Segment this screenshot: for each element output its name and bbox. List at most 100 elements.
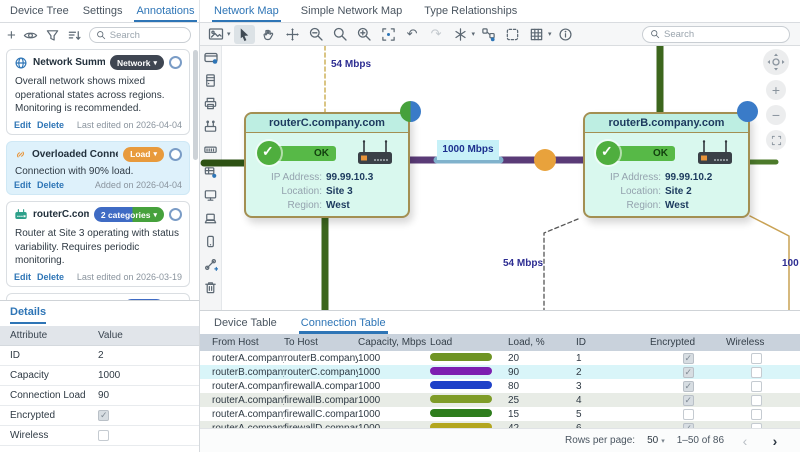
annotation-radio[interactable] — [169, 147, 182, 161]
tab-network-map[interactable]: Network Map — [212, 0, 281, 22]
palette-firewall-button[interactable] — [202, 164, 220, 181]
zoom-in-button[interactable] — [354, 25, 375, 44]
annotation-card-routerC[interactable]: routerC.comp... 2 categories Router at S… — [6, 201, 190, 287]
prev-page-button[interactable] — [736, 433, 754, 449]
delete-link[interactable]: Delete — [37, 271, 65, 282]
palette-monitor-button[interactable] — [202, 187, 220, 204]
add-topology-button[interactable] — [478, 25, 499, 44]
pan-tool-button[interactable] — [258, 25, 279, 44]
export-image-button[interactable] — [205, 25, 226, 44]
wireless-checkbox[interactable] — [98, 430, 109, 441]
encrypted-checkbox[interactable] — [682, 408, 694, 420]
wireless-checkbox[interactable] — [750, 352, 762, 364]
category-dropdown[interactable]: Network — [109, 55, 164, 70]
fit-control[interactable] — [766, 130, 786, 150]
next-page-button[interactable] — [766, 433, 784, 449]
node-routerC[interactable]: routerC.company.com OK IP Address:99.99.… — [244, 112, 410, 218]
wireless-checkbox[interactable] — [750, 408, 762, 420]
tab-simple-network-map[interactable]: Simple Network Map — [300, 5, 403, 17]
palette-add-link-button[interactable] — [202, 256, 220, 273]
col-to-host[interactable]: To Host — [284, 337, 318, 348]
col-load[interactable]: Load — [430, 337, 453, 348]
wireless-checkbox[interactable] — [750, 422, 762, 428]
annotation-search-input[interactable] — [109, 29, 184, 41]
pan-control[interactable] — [763, 49, 789, 75]
col-encrypted[interactable]: Encrypted — [650, 337, 696, 348]
annotation-radio[interactable] — [169, 299, 182, 300]
palette-delete-button[interactable] — [202, 279, 220, 296]
encrypted-checkbox[interactable] — [682, 394, 694, 406]
sort-button[interactable] — [67, 28, 82, 43]
wireless-checkbox[interactable] — [750, 366, 762, 378]
wireless-checkbox[interactable] — [750, 380, 762, 392]
delete-link[interactable]: Delete — [37, 180, 65, 190]
annotation-card-network-summary[interactable]: Network Summary Network Overall network … — [6, 49, 190, 135]
map-search-input[interactable] — [664, 28, 782, 40]
zoom-out-button[interactable] — [306, 25, 327, 44]
tab-type-relationships[interactable]: Type Relationships — [424, 5, 518, 17]
col-capacity[interactable]: Capacity, Mbps — [358, 337, 427, 348]
add-annotation-button[interactable] — [7, 28, 16, 43]
tab-connection-table[interactable]: Connection Table — [298, 312, 388, 334]
category-dropdown[interactable]: Core — [124, 298, 164, 300]
edge-dashed-dark[interactable] — [543, 218, 579, 310]
wireless-checkbox[interactable] — [750, 394, 762, 406]
tab-device-tree[interactable]: Device Tree — [10, 5, 69, 17]
palette-printer-button[interactable] — [202, 95, 220, 112]
palette-laptop-button[interactable] — [202, 210, 220, 227]
edit-link[interactable]: Edit — [14, 271, 31, 282]
category-dropdown[interactable]: Load — [123, 146, 164, 162]
annotation-scrollbar[interactable] — [193, 50, 198, 160]
palette-add-card-button[interactable] — [202, 49, 220, 66]
palette-server-button[interactable] — [202, 72, 220, 89]
category-dropdown[interactable]: 2 categories — [93, 207, 164, 222]
edge-midpoint-handle[interactable] — [534, 149, 556, 171]
encrypted-checkbox[interactable] — [682, 422, 694, 428]
filter-button[interactable] — [45, 28, 60, 43]
edge-tan-right[interactable] — [749, 215, 790, 310]
zoom-tool-button[interactable] — [330, 25, 351, 44]
move-tool-button[interactable] — [282, 25, 303, 44]
edit-link[interactable]: Edit — [14, 180, 31, 190]
tab-settings[interactable]: Settings — [82, 5, 123, 17]
lasso-select-button[interactable] — [502, 25, 523, 44]
palette-phone-button[interactable] — [202, 233, 220, 250]
encrypted-checkbox[interactable] — [682, 380, 694, 392]
encrypted-checkbox[interactable] — [682, 352, 694, 364]
visibility-button[interactable] — [23, 28, 38, 43]
annotation-card-routerB[interactable]: routerB.company.co... Core — [6, 292, 190, 300]
select-tool-button[interactable] — [233, 24, 255, 44]
tab-details[interactable]: Details — [10, 306, 47, 324]
page-size-select[interactable]: 50 — [647, 435, 665, 446]
palette-switch-button[interactable] — [202, 141, 220, 158]
annotation-radio[interactable] — [169, 208, 182, 221]
tab-device-table[interactable]: Device Table — [214, 316, 277, 329]
col-load-pct[interactable]: Load, % — [508, 337, 545, 348]
palette-router-button[interactable] — [202, 118, 220, 135]
encrypted-checkbox[interactable] — [98, 410, 109, 421]
edit-link[interactable]: Edit — [14, 119, 31, 130]
delete-link[interactable]: Delete — [37, 119, 65, 130]
col-from-host[interactable]: From Host — [212, 337, 259, 348]
redo-button[interactable]: ↷ — [426, 25, 447, 44]
network-map-canvas[interactable]: 54 Mbps 1000 Mbps 54 Mbps 100 routerC.co… — [200, 46, 800, 310]
zoom-out-control[interactable] — [766, 105, 786, 125]
col-wireless[interactable]: Wireless — [726, 337, 765, 348]
node-routerB[interactable]: routerB.company.com OK IP Address:99.99.… — [583, 112, 750, 218]
freeze-layout-button[interactable] — [450, 25, 471, 44]
grid-layout-button[interactable] — [526, 25, 547, 44]
annotation-radio[interactable] — [169, 56, 182, 69]
info-button[interactable] — [555, 25, 576, 44]
encrypted-checkbox[interactable] — [682, 366, 694, 378]
tab-annotations[interactable]: Annotations — [134, 0, 197, 22]
annotation-card-overloaded-connection[interactable]: Overloaded Connection Load Connection wi… — [6, 140, 190, 195]
undo-button[interactable]: ↶ — [402, 25, 423, 44]
fit-view-button[interactable] — [378, 25, 399, 44]
col-id[interactable]: ID — [576, 337, 586, 348]
